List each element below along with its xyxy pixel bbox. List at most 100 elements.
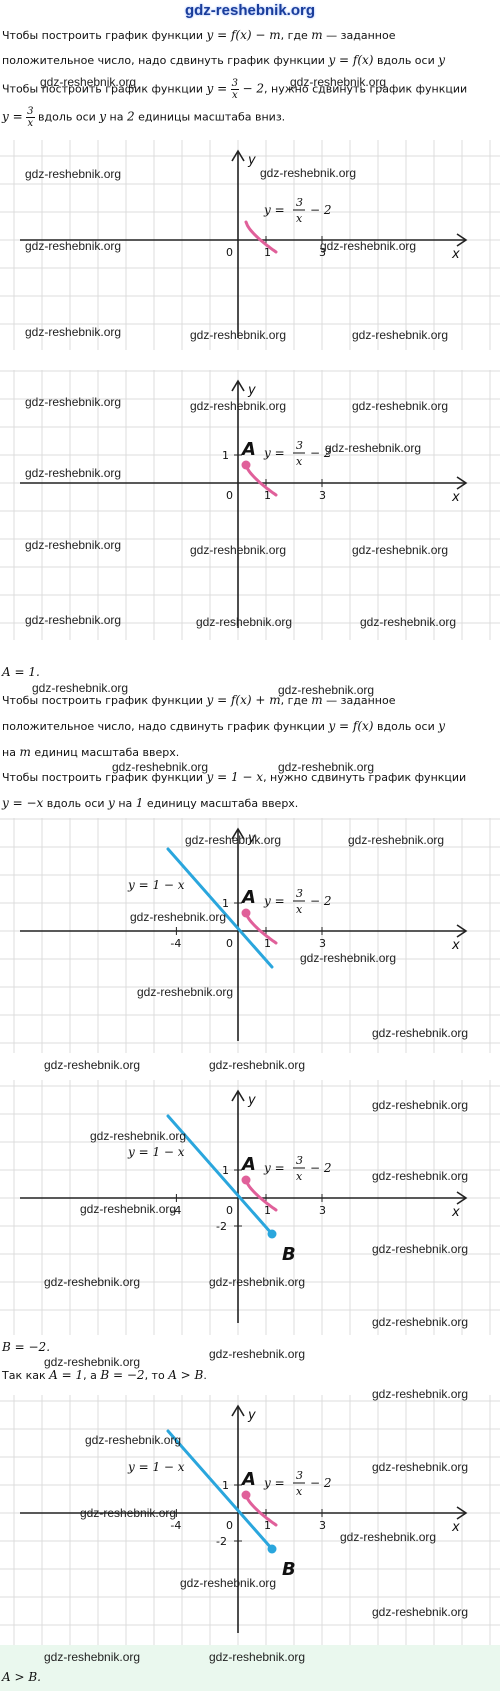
math-run: m bbox=[311, 693, 323, 707]
math-run: 2 bbox=[127, 109, 135, 124]
x-tick-label: 3 bbox=[319, 1204, 326, 1217]
fraction-numerator: 3 bbox=[26, 106, 35, 118]
math-run: 1 bbox=[135, 796, 144, 810]
hyperbola-label-denominator: x bbox=[296, 1485, 303, 1498]
text-run: положительное число, надо сдвинуть графи… bbox=[2, 54, 329, 67]
math-run: A > B. bbox=[2, 1670, 41, 1684]
x-tick-label: -4 bbox=[170, 1519, 181, 1532]
text-run: — заданное bbox=[322, 29, 396, 42]
x-tick-label: -4 bbox=[170, 937, 181, 950]
x-tick-label: 3 bbox=[319, 1519, 326, 1532]
x-axis-label: x bbox=[451, 490, 460, 505]
point-b bbox=[267, 1229, 277, 1239]
x-axis-arrow bbox=[456, 1506, 468, 1520]
hyperbola-label-tail: − 2 bbox=[310, 203, 332, 217]
paragraph-shift-up-line2: положительное число, надо сдвинуть графи… bbox=[2, 717, 498, 736]
watermark: gdz-reshebnik.org bbox=[44, 1355, 141, 1369]
line-y-1-minus-x bbox=[166, 1114, 274, 1236]
watermark: gdz-reshebnik.org bbox=[372, 1460, 469, 1474]
hyperbola-label-tail: − 2 bbox=[310, 446, 332, 460]
text-run: — заданное bbox=[322, 694, 396, 707]
watermark: gdz-reshebnik.org bbox=[352, 543, 449, 557]
watermark: gdz-reshebnik.org bbox=[372, 1315, 469, 1329]
math-run: y bbox=[108, 796, 115, 810]
hyperbola-label-numerator: 3 bbox=[296, 1469, 303, 1482]
watermark: gdz-reshebnik.org bbox=[32, 681, 129, 695]
answer-b: B = −2. bbox=[2, 1338, 498, 1357]
math-run: y = 1 − x bbox=[206, 770, 264, 784]
watermark: gdz-reshebnik.org bbox=[325, 441, 422, 455]
origin-label: 0 bbox=[226, 937, 233, 950]
line-label: y = 1 − x bbox=[127, 878, 185, 892]
watermark: gdz-reshebnik.org bbox=[360, 615, 457, 629]
origin-label: 0 bbox=[226, 1519, 233, 1532]
math-run: y = −x bbox=[2, 796, 44, 810]
watermark: gdz-reshebnik.org bbox=[25, 239, 122, 253]
line-y-1-minus-x bbox=[166, 847, 274, 969]
hyperbola-label: y = bbox=[263, 1476, 285, 1490]
point-b bbox=[267, 1544, 277, 1554]
origin-label: 0 bbox=[226, 246, 233, 259]
watermark: gdz-reshebnik.org bbox=[80, 1202, 177, 1216]
point-b-label: B bbox=[282, 1559, 296, 1580]
math-run: y = bbox=[206, 81, 228, 96]
watermark: gdz-reshebnik.org bbox=[352, 328, 449, 342]
paragraph-shift-down-line2: положительное число, надо сдвинуть графи… bbox=[2, 51, 498, 70]
text-run: , а bbox=[83, 1369, 101, 1382]
math-run: y = f(x) + m bbox=[206, 693, 281, 707]
text-run: Чтобы построить график функции bbox=[2, 694, 207, 707]
y-axis-label: y bbox=[247, 153, 256, 168]
watermark: gdz-reshebnik.org bbox=[372, 1098, 469, 1112]
watermark: gdz-reshebnik.org bbox=[340, 1530, 437, 1544]
math-run: A > B bbox=[168, 1368, 204, 1382]
watermark: gdz-reshebnik.org bbox=[348, 833, 445, 847]
hyperbola-label-numerator: 3 bbox=[296, 439, 303, 452]
x-tick-label: 3 bbox=[319, 246, 326, 259]
watermark: gdz-reshebnik.org bbox=[25, 325, 122, 339]
hyperbola-label-numerator: 3 bbox=[296, 196, 303, 209]
point-a-label: A bbox=[240, 887, 256, 908]
math-run: y bbox=[99, 109, 107, 124]
y-tick-label: 1 bbox=[222, 449, 229, 462]
x-tick-label: -4 bbox=[170, 1204, 181, 1217]
watermark: gdz-reshebnik.org bbox=[209, 1347, 306, 1361]
x-axis-arrow bbox=[456, 233, 468, 247]
x-axis-label: x bbox=[451, 1205, 460, 1220]
hyperbola-label-denominator: x bbox=[296, 455, 303, 468]
text-run: Чтобы построить график функции bbox=[2, 82, 207, 96]
text-run: вдоль оси bbox=[373, 720, 439, 733]
watermark: gdz-reshebnik.org bbox=[260, 166, 357, 180]
watermark: gdz-reshebnik.org bbox=[300, 951, 397, 965]
watermark: gdz-reshebnik.org bbox=[25, 395, 122, 409]
text-run: положительное число, надо сдвинуть графи… bbox=[2, 720, 329, 733]
watermark: gdz-reshebnik.org bbox=[290, 75, 387, 89]
comparison-text: Так как A = 1, а B = −2, то A > B. bbox=[2, 1366, 498, 1385]
watermark: gdz-reshebnik.org bbox=[320, 239, 417, 253]
watermark: gdz-reshebnik.org bbox=[190, 328, 287, 342]
watermark: gdz-reshebnik.org bbox=[185, 833, 282, 847]
text-run: вдоль оси bbox=[34, 110, 100, 124]
text-run: Чтобы построить график функции bbox=[2, 771, 207, 784]
fraction-denominator: x bbox=[232, 90, 238, 101]
hyperbola-curve bbox=[244, 220, 278, 254]
watermark: gdz-reshebnik.org bbox=[209, 1058, 306, 1072]
y-axis-label: y bbox=[247, 1408, 256, 1423]
math-run: B = −2. bbox=[2, 1340, 51, 1354]
watermark: gdz-reshebnik.org bbox=[372, 1605, 469, 1619]
y-tick-label: -2 bbox=[216, 1535, 227, 1548]
paragraph-shift-up-line3: на m единиц масштаба вверх. bbox=[2, 743, 498, 762]
watermark: gdz-reshebnik.org bbox=[372, 1387, 469, 1401]
answer-a: A = 1. bbox=[2, 663, 498, 682]
hyperbola-label: y = bbox=[263, 1161, 285, 1175]
watermark: gdz-reshebnik.org bbox=[372, 1026, 469, 1040]
math-run: y = f(x) − m bbox=[206, 28, 281, 42]
y-axis-arrow bbox=[231, 379, 245, 392]
y-tick-label: -2 bbox=[216, 1220, 227, 1233]
text-run: на bbox=[2, 746, 20, 759]
